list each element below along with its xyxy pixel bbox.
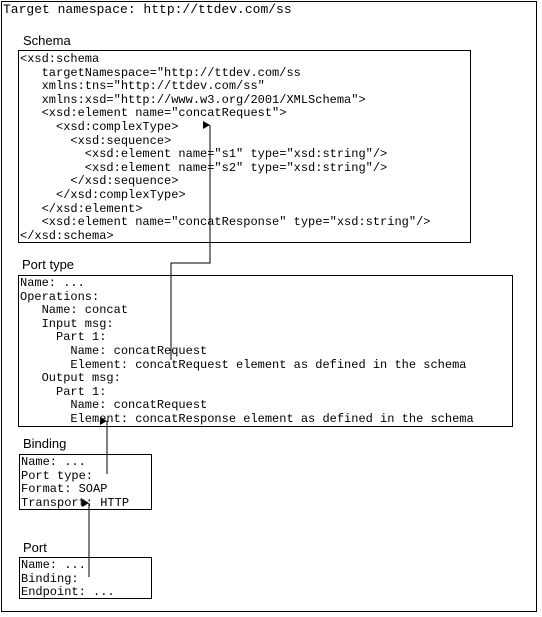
port-type-line: Element: concatRequest element as define… [20, 357, 467, 372]
port-type-line: Name: concat [20, 303, 129, 318]
port-type-box: Name: ... Operations: Name: concat Input… [18, 275, 513, 427]
diagram-frame [1, 1, 537, 612]
schema-line: </xsd:complexType> [20, 188, 186, 202]
schema-line: <xsd:schema [20, 52, 100, 66]
binding-line: Format: SOAP [21, 482, 108, 497]
port-line: Name: ... [21, 558, 86, 572]
schema-line: </xsd:sequence> [20, 174, 179, 189]
schema-line: <xsd:element name="concatRequest"> [20, 106, 287, 121]
port-line: Binding: [21, 571, 79, 586]
schema-line: xmlns:xsd="http://www.w3.org/2001/XMLSch… [20, 92, 366, 107]
port-type-line: Part 1: [20, 330, 107, 345]
binding-title: Binding [23, 436, 67, 451]
binding-line: Port type: [21, 468, 94, 483]
port-type-line: Name: ... [20, 276, 85, 290]
port-type-line: Input msg: [20, 316, 114, 331]
schema-line: <xsd:element name="s1" type="xsd:string"… [20, 147, 388, 162]
binding-line: Transport: HTTP [21, 495, 130, 510]
input-element-to-schema-arrow [170, 121, 211, 360]
port-type-line: Output msg: [20, 371, 121, 386]
port-type-title: Port type [22, 257, 75, 272]
schema-line: <xsd:sequence> [20, 133, 172, 148]
schema-box: <xsd:schema targetNamespace="http://ttde… [18, 50, 471, 243]
port-type-line: Operations: [20, 289, 100, 304]
port-title: Port [23, 540, 47, 555]
binding-line: Name: ... [21, 455, 86, 469]
port-type-line: Element: concatResponse element as defin… [20, 412, 474, 426]
schema-line: <xsd:complexType> [20, 120, 179, 134]
schema-line: targetNamespace="http://ttdev.com/ss [20, 65, 301, 80]
schema-line: </xsd:element> [20, 201, 143, 216]
schema-title: Schema [23, 33, 71, 48]
target-namespace: Target namespace: http://ttdev.com/ss [3, 2, 292, 17]
port-type-line: Part 1: [20, 384, 107, 399]
port-box: Name: ... Binding: Endpoint: ... [19, 557, 152, 599]
schema-line: <xsd:element name="concatResponse" type=… [20, 215, 431, 230]
port-type-line: Name: concatRequest [20, 344, 208, 358]
port-line: Endpoint: ... [21, 585, 115, 600]
schema-line: </xsd:schema> [20, 228, 114, 243]
schema-line: xmlns:tns="http://ttdev.com/ss" [20, 79, 265, 94]
schema-line: <xsd:element name="s2" type="xsd:string"… [20, 160, 388, 175]
port-type-line: Name: concatRequest [20, 398, 208, 413]
